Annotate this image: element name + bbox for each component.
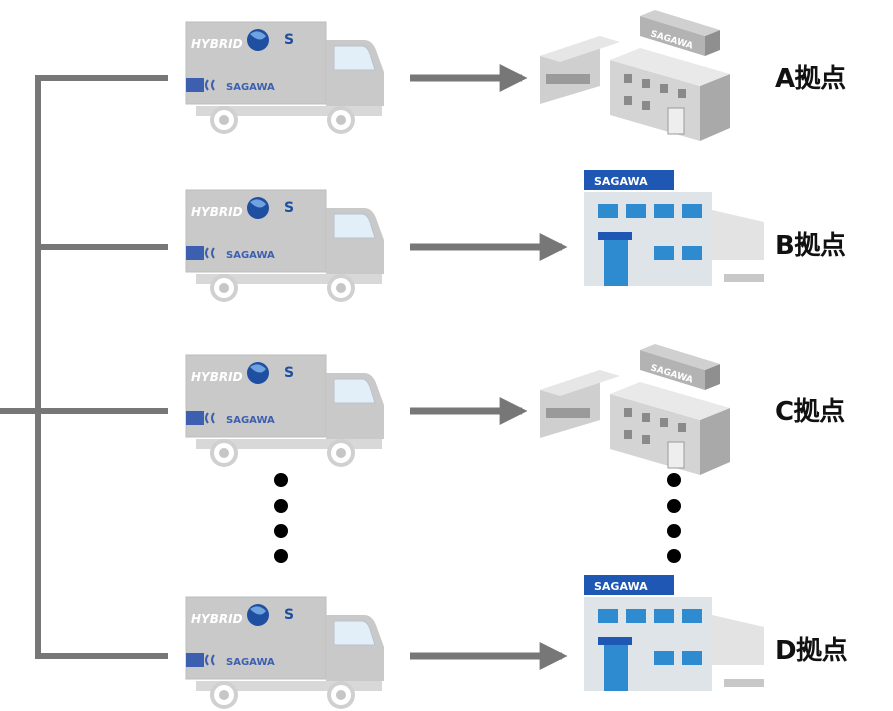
truck-sagawa-text: SAGAWA <box>226 657 275 668</box>
building-sign-text: SAGAWA <box>594 580 648 593</box>
building-d: SAGAWA <box>584 575 764 691</box>
destination-label-d: D拠点 <box>775 636 848 666</box>
ellipsis-dots-buildings <box>667 473 681 563</box>
connector-lines <box>0 75 168 659</box>
arrows <box>410 64 568 670</box>
truck-hybrid-text: HYBRID <box>191 612 243 626</box>
truck-a: HYBRID S SAGAWA <box>185 21 385 135</box>
truck-hybrid-text: HYBRID <box>191 370 243 384</box>
truck-b: HYBRID S SAGAWA <box>185 189 385 303</box>
destination-label-a: A拠点 <box>775 64 846 94</box>
truck-sagawa-text: SAGAWA <box>226 250 275 261</box>
ellipsis-dots-trucks <box>274 473 288 563</box>
building-c: SAGAWA <box>539 343 731 476</box>
building-sign-text: SAGAWA <box>594 175 648 188</box>
truck-c: HYBRID S SAGAWA <box>185 354 385 468</box>
truck-hybrid-text: HYBRID <box>191 205 243 219</box>
building-a: SAGAWA <box>539 9 731 142</box>
truck-s-text: S <box>284 607 294 623</box>
truck-sagawa-text: SAGAWA <box>226 415 275 426</box>
truck-s-text: S <box>284 200 294 216</box>
truck-d: HYBRID S SAGAWA <box>185 596 385 710</box>
truck-hybrid-text: HYBRID <box>191 37 243 51</box>
building-b: SAGAWA <box>584 170 764 286</box>
truck-s-text: S <box>284 32 294 48</box>
truck-sagawa-text: SAGAWA <box>226 82 275 93</box>
destination-label-b: B拠点 <box>775 231 846 261</box>
destination-label-c: C拠点 <box>775 397 845 427</box>
truck-s-text: S <box>284 365 294 381</box>
